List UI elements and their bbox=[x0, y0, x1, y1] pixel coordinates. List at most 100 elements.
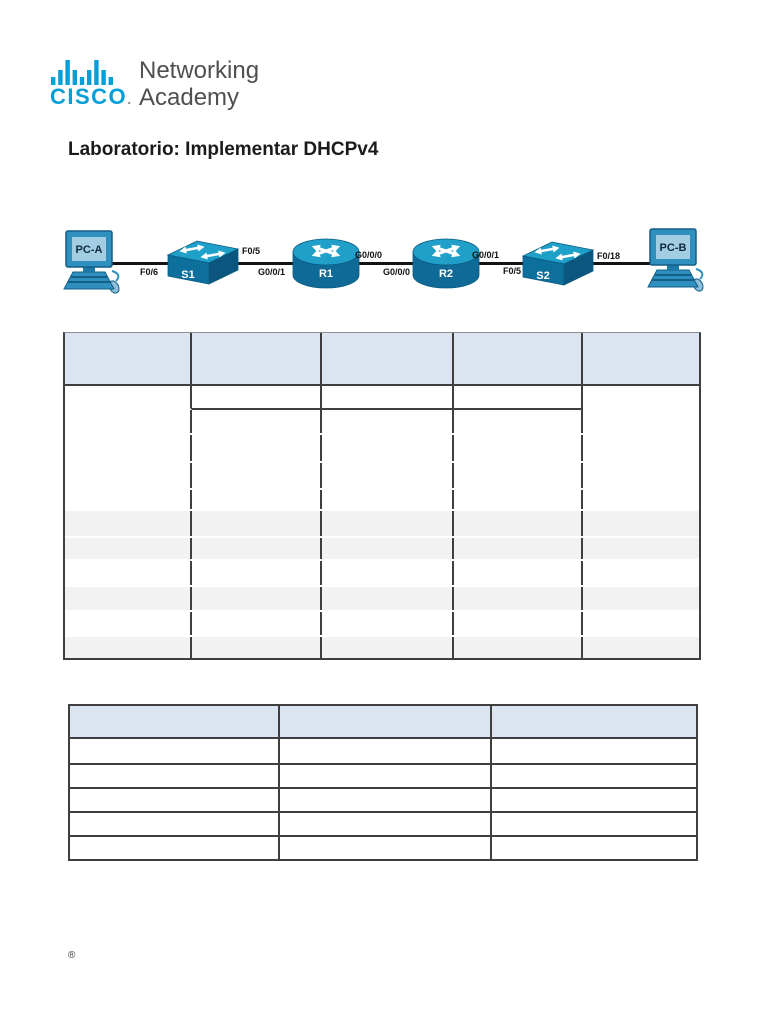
addressing-table-cell bbox=[192, 463, 322, 488]
addressing-table-row bbox=[65, 587, 699, 610]
addressing-table-cell bbox=[65, 490, 192, 509]
pc-a-label: PC-A bbox=[76, 244, 103, 256]
r1-label: R1 bbox=[319, 268, 333, 280]
addressing-table-cell bbox=[322, 612, 454, 635]
addressing-table-row bbox=[65, 490, 699, 509]
tagline-line-2: Academy bbox=[139, 84, 240, 111]
addressing-table-cell bbox=[583, 463, 699, 488]
iflabel-s2-f05: F0/5 bbox=[503, 266, 522, 276]
second-table-header-row bbox=[70, 706, 696, 739]
addressing-table-cell bbox=[454, 538, 583, 559]
addressing-table-cell bbox=[322, 587, 454, 610]
addressing-table-cell bbox=[454, 463, 583, 488]
second-table-cell bbox=[280, 739, 492, 763]
second-table-cell bbox=[492, 837, 696, 859]
second-table-cell bbox=[280, 789, 492, 811]
second-table-row bbox=[70, 763, 696, 787]
addressing-table-cell bbox=[65, 637, 192, 658]
page-title: Laboratorio: Implementar DHCPv4 bbox=[68, 139, 379, 160]
s1-switch-icon: S1 bbox=[166, 240, 240, 285]
addressing-table-row bbox=[65, 463, 699, 488]
addressing-table-cell bbox=[192, 386, 322, 410]
addressing-table-cell bbox=[322, 490, 454, 509]
addressing-table-header-cell bbox=[192, 333, 322, 384]
addressing-table-row bbox=[65, 561, 699, 585]
pc-b-label: PC-B bbox=[660, 242, 687, 254]
addressing-table-cell bbox=[454, 435, 583, 461]
second-table-cell bbox=[492, 813, 696, 835]
addressing-table-cell bbox=[583, 410, 699, 433]
second-table bbox=[68, 704, 698, 861]
iflabel-r1-g000: G0/0/0 bbox=[355, 250, 383, 260]
addressing-table-cell bbox=[65, 561, 192, 585]
addressing-table-cell bbox=[454, 612, 583, 635]
addressing-table-row bbox=[65, 612, 699, 635]
second-table-cell bbox=[492, 789, 696, 811]
cisco-brand-text: CISCO bbox=[50, 84, 128, 109]
addressing-table-cell bbox=[454, 561, 583, 585]
cisco-wordmark: CISCO. bbox=[50, 84, 131, 110]
addressing-table-cell bbox=[583, 386, 699, 410]
second-table-row bbox=[70, 835, 696, 859]
second-table-cell bbox=[70, 837, 280, 859]
second-table-header-cell bbox=[280, 706, 492, 737]
addressing-table-cell bbox=[454, 386, 583, 410]
addressing-table-cell bbox=[583, 490, 699, 509]
addressing-table-cell bbox=[322, 410, 454, 433]
addressing-table-cell bbox=[65, 435, 192, 461]
second-table-cell bbox=[70, 739, 280, 763]
addressing-table-row bbox=[65, 410, 699, 433]
addressing-table-header-row bbox=[65, 333, 699, 386]
addressing-table-cell bbox=[65, 463, 192, 488]
addressing-table bbox=[63, 332, 701, 660]
addressing-table-cell bbox=[583, 587, 699, 610]
addressing-table-cell bbox=[65, 587, 192, 610]
addressing-table-cell bbox=[583, 511, 699, 536]
addressing-table-header-cell bbox=[322, 333, 454, 384]
addressing-table-cell bbox=[454, 637, 583, 658]
addressing-table-cell bbox=[454, 410, 583, 433]
addressing-table-cell bbox=[192, 435, 322, 461]
r2-router-icon: R2 bbox=[412, 238, 480, 289]
second-table-header-cell bbox=[70, 706, 280, 737]
r2-label: R2 bbox=[439, 268, 453, 280]
addressing-table-cell bbox=[583, 612, 699, 635]
addressing-table-row bbox=[65, 386, 699, 410]
addressing-table-cell bbox=[192, 410, 322, 433]
ethernet-link-line bbox=[110, 262, 656, 265]
addressing-table-cell bbox=[322, 637, 454, 658]
addressing-table-cell bbox=[192, 587, 322, 610]
iflabel-pca-s1: F0/6 bbox=[140, 267, 159, 277]
addressing-table-cell bbox=[322, 386, 454, 410]
addressing-table-header-cell bbox=[65, 333, 192, 384]
addressing-table-cell bbox=[192, 637, 322, 658]
addressing-table-cell bbox=[192, 612, 322, 635]
second-table-cell bbox=[70, 789, 280, 811]
second-table-cell bbox=[492, 765, 696, 787]
addressing-table-header-cell bbox=[454, 333, 583, 384]
network-topology-diagram: PC-A S1 R1 R2 bbox=[0, 215, 768, 315]
addressing-table-cell bbox=[583, 561, 699, 585]
pc-b-icon: PC-B bbox=[647, 228, 704, 292]
addressing-table-cell bbox=[454, 511, 583, 536]
addressing-table-cell bbox=[322, 435, 454, 461]
addressing-table-cell bbox=[192, 538, 322, 559]
addressing-table-cell bbox=[583, 435, 699, 461]
iflabel-r2-g000: G0/0/0 bbox=[383, 267, 411, 277]
addressing-table-header-cell bbox=[583, 333, 699, 384]
networking-academy-tagline: Networking Academy bbox=[139, 57, 259, 111]
second-table-cell bbox=[280, 837, 492, 859]
second-table-cell bbox=[70, 765, 280, 787]
second-table-cell bbox=[280, 765, 492, 787]
iflabel-r1-g001: G0/0/1 bbox=[258, 267, 286, 277]
addressing-table-cell bbox=[192, 561, 322, 585]
addressing-table-cell bbox=[583, 538, 699, 559]
addressing-table-cell bbox=[583, 637, 699, 658]
addressing-table-row bbox=[65, 511, 699, 536]
r1-router-icon: R1 bbox=[292, 238, 360, 289]
addressing-table-cell bbox=[65, 538, 192, 559]
iflabel-r2-g001: G0/0/1 bbox=[472, 250, 500, 260]
iflabel-s2-f018: F0/18 bbox=[597, 251, 621, 261]
cisco-logo-bars-icon bbox=[51, 60, 113, 85]
